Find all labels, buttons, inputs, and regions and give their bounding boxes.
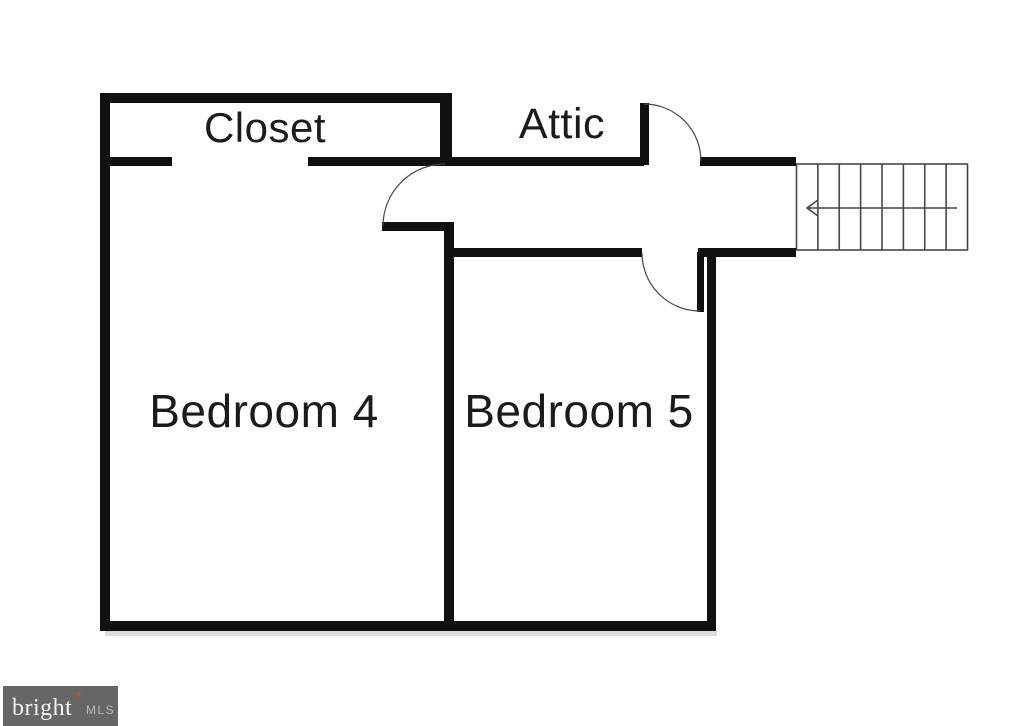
room-labels: Closet Attic Bedroom 4 Bedroom 5 (149, 100, 694, 437)
staircase (795, 163, 969, 251)
bedroom4-door-leaf (382, 222, 450, 231)
wall-closet-attic-divider (440, 93, 452, 164)
bedroom4-door-swing-arc (382, 163, 446, 227)
closet-label: Closet (204, 104, 326, 151)
wall-hall-bottom-right (698, 248, 796, 257)
staircase-treads (817, 164, 947, 250)
wall-top (100, 93, 452, 103)
stairs-arrow-head-icon (805, 199, 819, 217)
attic-door-leaf (640, 103, 649, 165)
bedroom5-door-swing-arc (641, 252, 701, 312)
wall-bedroom5-top (446, 248, 642, 257)
attic-door-swing-arc (643, 103, 702, 162)
wall-bottom (100, 621, 716, 631)
sparkle-icon: ✦ (74, 689, 84, 701)
bedroom4-label: Bedroom 4 (149, 385, 379, 437)
doors (382, 103, 704, 312)
brightmls-brand-text: bright (12, 695, 73, 721)
bedroom5-label: Bedroom 5 (464, 385, 694, 437)
wall-hall-top (308, 157, 644, 166)
wall-left (100, 93, 110, 631)
wall-hall-top-right (700, 157, 796, 166)
stairs-direction-arrow (805, 199, 957, 217)
wall-bedroom-divider (444, 222, 454, 631)
walls (100, 93, 796, 636)
wall-shadow (105, 631, 717, 636)
brightmls-watermark: bright ✦ MLS (3, 686, 118, 726)
attic-label: Attic (519, 100, 605, 148)
brightmls-suffix-text: MLS (86, 703, 116, 717)
wall-bedroom5-right (707, 248, 716, 631)
wall-closet-bottom-left-stub (100, 157, 172, 166)
bedroom5-door-leaf (697, 252, 704, 312)
